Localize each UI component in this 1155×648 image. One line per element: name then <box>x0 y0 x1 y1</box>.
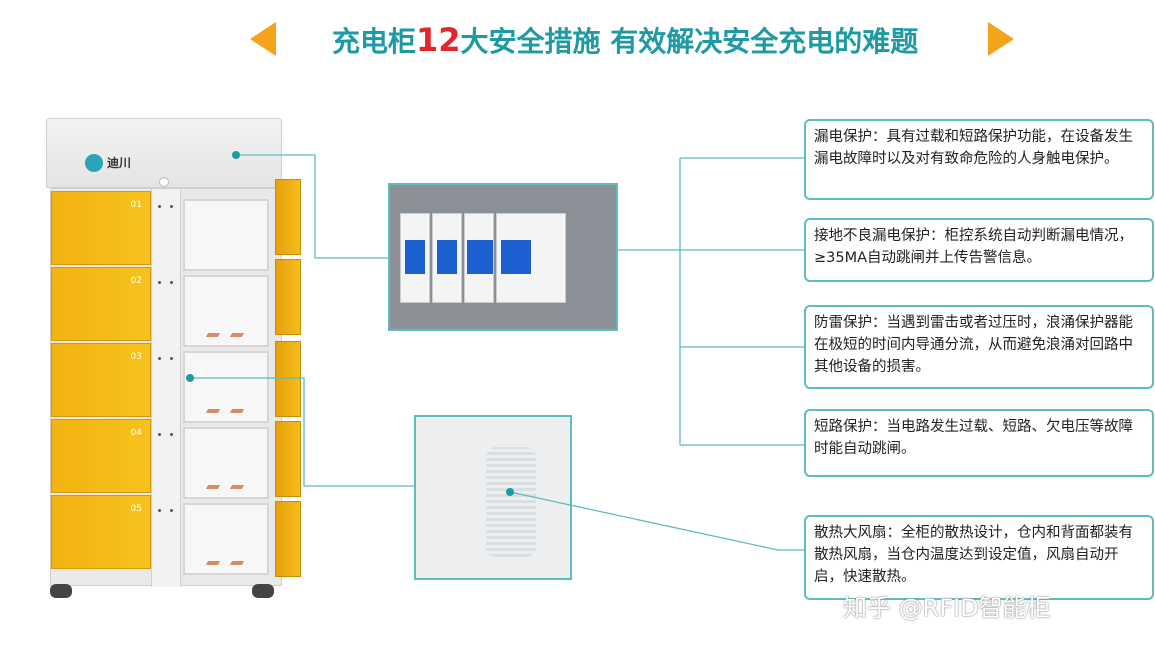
locker-compartment <box>183 351 269 423</box>
caster-wheel-icon <box>50 584 72 598</box>
open-locker-door <box>275 179 301 255</box>
locker-compartment <box>183 503 269 575</box>
locker-compartment <box>183 427 269 499</box>
lock-icon <box>159 177 169 187</box>
cabinet-center-column <box>151 189 181 587</box>
breaker-photo <box>388 183 618 331</box>
locker-door: 05 <box>51 495 151 569</box>
door-number: 01 <box>130 200 142 210</box>
locker-door: 01 <box>51 191 151 265</box>
measure-leakage: 漏电保护：具有过载和短路保护功能，在设备发生漏电故障时以及对有致命危险的人身触电… <box>804 119 1154 200</box>
caster-wheel-icon <box>252 584 274 598</box>
logo-icon <box>85 154 103 172</box>
locker-door: 02 <box>51 267 151 341</box>
measure-short-circuit: 短路保护：当电路发生过载、短路、欠电压等故障时能自动跳闸。 <box>804 409 1154 477</box>
open-locker-door <box>275 421 301 497</box>
fan-icon <box>486 447 536 557</box>
logo-text: 迪川 <box>107 156 132 170</box>
open-locker-door <box>275 259 301 335</box>
door-number: 05 <box>130 504 142 514</box>
page-title: 充电柜12大安全措施 有效解决安全充电的难题 <box>332 21 919 59</box>
title-bar: 充电柜12大安全措施 有效解决安全充电的难题 <box>0 18 1155 62</box>
open-locker-door <box>275 341 301 417</box>
door-number: 04 <box>130 428 142 438</box>
charging-cabinet-image: 迪川 01 02 03 04 05 <box>46 118 301 600</box>
cabinet-top-panel: 迪川 <box>46 118 282 188</box>
title-number: 12 <box>416 21 461 59</box>
door-number: 03 <box>130 352 142 362</box>
open-locker-door <box>275 501 301 577</box>
fan-photo <box>414 415 572 580</box>
locker-compartment <box>183 199 269 271</box>
measure-lightning: 防雷保护：当遇到雷击或者过压时，浪涌保护器能在极短的时间内导通分流，从而避免浪涌… <box>804 305 1154 389</box>
arrow-right-icon <box>988 22 1014 56</box>
locker-compartment <box>183 275 269 347</box>
door-number: 02 <box>130 276 142 286</box>
watermark: 知乎 @RFID智能柜 <box>843 594 1051 622</box>
cabinet-body: 01 02 03 04 05 <box>50 179 301 587</box>
locker-door: 03 <box>51 343 151 417</box>
measure-cooling-fan: 散热大风扇：全柜的散热设计，仓内和背面都装有散热风扇，当仓内温度达到设定值，风扇… <box>804 515 1154 600</box>
measure-grounding: 接地不良漏电保护：柜控系统自动判断漏电情况，≥35MA自动跳闸并上传告警信息。 <box>804 218 1154 282</box>
locker-door: 04 <box>51 419 151 493</box>
arrow-left-icon <box>250 22 276 56</box>
